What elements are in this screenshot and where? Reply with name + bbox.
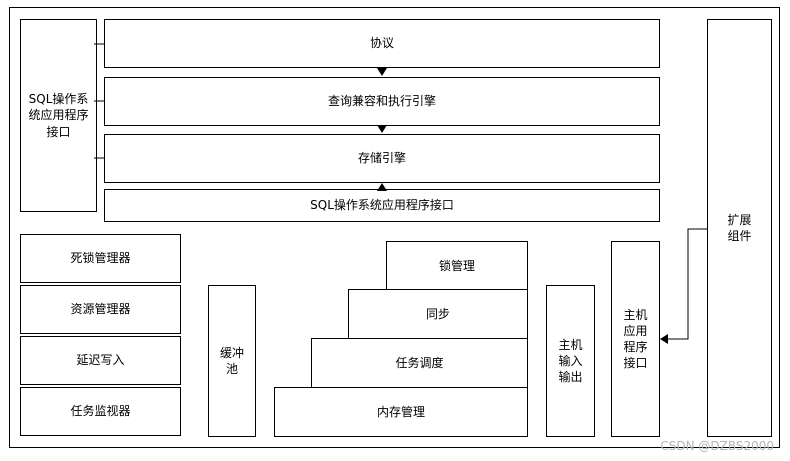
lazy-writer-label: 延迟写入 xyxy=(76,353,125,368)
protocol-label: 协议 xyxy=(369,36,394,51)
diagram-frame xyxy=(9,7,780,448)
host-io-box: 主机输入输出 xyxy=(546,285,595,437)
memory-management-box: 内存管理 xyxy=(274,387,528,437)
query-engine-label: 查询兼容和执行引擎 xyxy=(327,94,436,109)
host-api-label: 主机应用程序接口 xyxy=(623,307,648,371)
deadlock-manager-label: 死锁管理器 xyxy=(70,251,131,266)
sql-os-api-label: SQL操作系统应用程序接口 xyxy=(310,198,454,213)
task-monitor-box: 任务监视器 xyxy=(20,387,181,436)
left-sql-os-api-box: SQL操作系统应用程序接口 xyxy=(20,19,97,212)
extension-box: 扩展组件 xyxy=(707,19,772,437)
sql-os-api-box: SQL操作系统应用程序接口 xyxy=(104,189,660,222)
storage-engine-box: 存储引擎 xyxy=(104,134,660,183)
buffer-pool-label: 缓冲池 xyxy=(219,345,244,376)
task-monitor-label: 任务监视器 xyxy=(70,404,131,419)
watermark: CSDN @DZBS2000 xyxy=(660,439,774,453)
host-api-box: 主机应用程序接口 xyxy=(611,241,660,437)
deadlock-manager-box: 死锁管理器 xyxy=(20,234,181,283)
left-sql-os-api-label: SQL操作系统应用程序接口 xyxy=(28,92,89,139)
task-scheduling-label: 任务调度 xyxy=(395,355,444,370)
memory-management-label: 内存管理 xyxy=(376,404,425,419)
lazy-writer-box: 延迟写入 xyxy=(20,336,181,385)
task-scheduling-box: 任务调度 xyxy=(311,338,528,388)
resource-manager-label: 资源管理器 xyxy=(70,302,131,317)
resource-manager-box: 资源管理器 xyxy=(20,285,181,334)
protocol-box: 协议 xyxy=(104,19,660,68)
host-io-label: 主机输入输出 xyxy=(558,337,583,385)
lock-manager-label: 锁管理 xyxy=(438,258,475,273)
storage-engine-label: 存储引擎 xyxy=(357,151,406,166)
sync-label: 同步 xyxy=(425,306,450,321)
buffer-pool-box: 缓冲池 xyxy=(208,285,256,437)
extension-label: 扩展组件 xyxy=(727,212,752,243)
query-engine-box: 查询兼容和执行引擎 xyxy=(104,77,660,126)
sync-box: 同步 xyxy=(348,289,528,339)
lock-manager-box: 锁管理 xyxy=(386,241,528,291)
